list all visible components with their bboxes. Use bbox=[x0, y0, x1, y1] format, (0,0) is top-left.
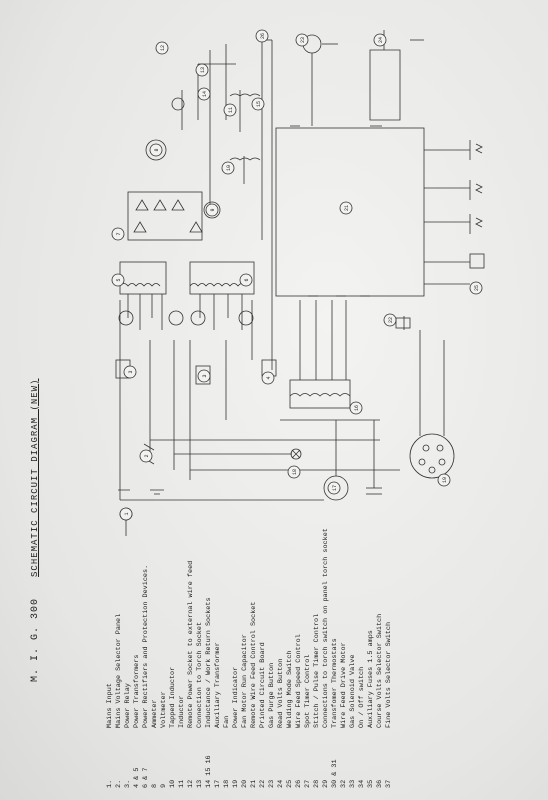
callout-label: 24 bbox=[378, 37, 384, 43]
callout-label: 16 bbox=[354, 405, 360, 411]
callout-label: 15 bbox=[256, 101, 262, 107]
callout-label: 21 bbox=[344, 205, 350, 211]
callout-label: 17 bbox=[332, 485, 338, 491]
callout-label: 6 bbox=[244, 278, 250, 281]
callout-label: 11 bbox=[228, 107, 234, 113]
callout-label: 5 bbox=[116, 278, 122, 281]
callout-label: 9 bbox=[210, 208, 216, 211]
callout-label: 25 bbox=[474, 285, 480, 291]
callout-label: 3 bbox=[128, 370, 134, 373]
callout-label: 18 bbox=[292, 469, 298, 475]
callout-label: 26 bbox=[260, 33, 266, 39]
callout-label: 7 bbox=[116, 232, 122, 235]
callout-label: 12 bbox=[160, 45, 166, 51]
callout-label: 14 bbox=[202, 91, 208, 97]
callout-label: 19 bbox=[442, 477, 448, 483]
callout-label: 4 bbox=[266, 376, 272, 379]
callout-label: 22 bbox=[388, 317, 394, 323]
callout-label: 1 bbox=[124, 512, 130, 515]
callout-label: 10 bbox=[226, 165, 232, 171]
callout-label: 8 bbox=[154, 148, 160, 151]
callout-label: 3 bbox=[202, 374, 208, 377]
callout-label: 2 bbox=[144, 454, 150, 457]
pcb-block bbox=[275, 127, 425, 297]
callout-label: 23 bbox=[300, 37, 306, 43]
callout-label: 13 bbox=[200, 67, 206, 73]
